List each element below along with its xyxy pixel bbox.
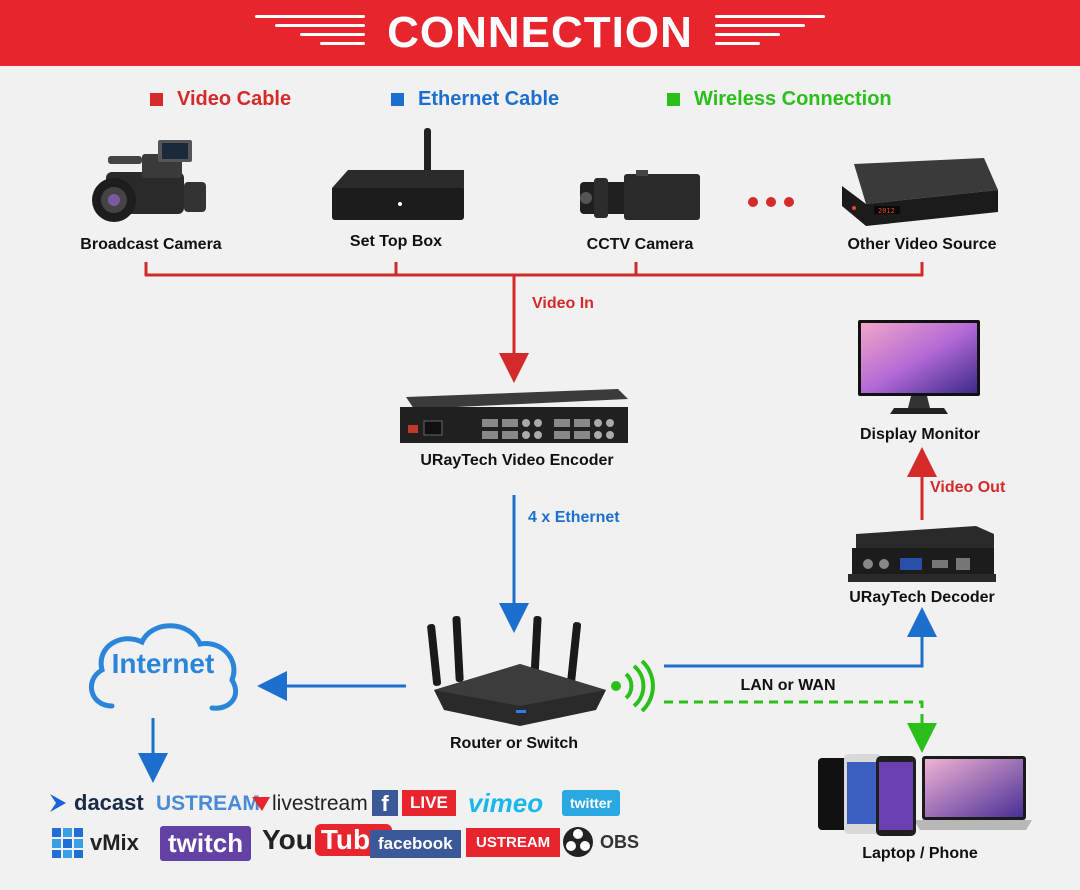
legend-video-cable: Video Cable (150, 88, 291, 111)
dacast-text: dacast (74, 790, 144, 815)
svg-text:2012: 2012 (878, 207, 895, 215)
dacast-icon (50, 794, 66, 812)
youtube-you-text: You (262, 824, 313, 855)
facebook-logo: facebook (370, 830, 461, 858)
obs-icon (563, 827, 593, 857)
livestream-text: livestream (272, 792, 368, 815)
header-stripe (275, 24, 365, 27)
header-stripe (320, 42, 365, 45)
twitter-text: twitter (570, 795, 612, 811)
ethernet-label: 4 x Ethernet (528, 509, 620, 526)
twitter-logo: twitter (562, 790, 620, 816)
other-video-source-label: Other Video Source (847, 236, 997, 253)
wifi-signal-icon (611, 660, 655, 712)
lan-wan-line (664, 607, 937, 668)
laptop-phone-icon (818, 754, 1032, 836)
vimeo-text: vimeo (468, 788, 544, 818)
header-title-bg (365, 8, 715, 58)
encoder-label: URayTech Video Encoder (420, 452, 614, 469)
ustream-tv-logo: USTREAM (466, 828, 561, 857)
red-square-icon (150, 93, 163, 106)
other-video-source-icon: 2012 (842, 158, 998, 226)
broadcast-camera-icon (92, 140, 206, 222)
ustream-logo: USTREAM (156, 792, 260, 816)
set-top-box-icon (332, 128, 464, 220)
livestream-logo: livestream (252, 792, 368, 816)
legend-ethernet-cable: Ethernet Cable (391, 88, 559, 111)
legend-wireless-connection: Wireless Connection (667, 88, 892, 111)
dacast-logo: dacast (48, 790, 144, 816)
header-stripe (715, 42, 760, 45)
video-in-label: Video In (532, 295, 594, 312)
vimeo-logo: vimeo (468, 788, 543, 819)
lan-wan-label: LAN or WAN (740, 677, 836, 694)
green-square-icon (667, 93, 680, 106)
legend-label: Video Cable (177, 88, 292, 110)
ellipsis-dots (748, 197, 794, 207)
set-top-box-label: Set Top Box (349, 233, 443, 250)
legend-label: Ethernet Cable (418, 88, 560, 110)
video-bus (144, 262, 924, 383)
blue-square-icon (391, 93, 404, 106)
header-stripe (715, 15, 825, 18)
ustream-tv-text: USTREAM (476, 834, 551, 851)
page-title: CONNECTION (387, 8, 693, 57)
display-monitor-label: Display Monitor (859, 426, 980, 443)
wireless-line (664, 700, 937, 753)
decoder-label: URayTech Decoder (849, 589, 995, 606)
facebook-live-text: LIVE (402, 790, 456, 816)
video-encoder-icon (400, 389, 628, 443)
obs-text: OBS (600, 831, 640, 852)
cctv-camera-label: CCTV Camera (586, 236, 694, 253)
decoder-icon (848, 526, 996, 582)
vmix-logo: vMix (52, 828, 139, 858)
internet-label: Internet (111, 648, 215, 679)
header-stripe (255, 15, 365, 18)
facebook-text: facebook (378, 834, 453, 853)
facebook-live-logo: f LIVE (372, 790, 456, 816)
header-stripe (715, 24, 805, 27)
ustream-text: USTREAM (156, 792, 260, 815)
vmix-text: vMix (90, 830, 139, 855)
display-monitor-icon (858, 320, 980, 414)
video-out-label: Video Out (930, 479, 1006, 496)
header-stripe (715, 33, 780, 36)
facebook-icon: f (372, 790, 398, 816)
legend-label: Wireless Connection (694, 88, 892, 110)
obs-logo: OBS (562, 826, 639, 858)
cloud-icon (89, 623, 239, 711)
vmix-icon (52, 828, 83, 858)
cctv-camera-icon (580, 170, 700, 220)
livestream-icon (252, 797, 270, 811)
broadcast-camera-label: Broadcast Camera (80, 236, 222, 253)
laptop-phone-label: Laptop / Phone (862, 845, 978, 862)
header-stripe (300, 33, 365, 36)
twitch-logo: twitch (160, 826, 252, 861)
router-icon (427, 615, 606, 726)
twitch-text: twitch (168, 828, 244, 858)
router-label: Router or Switch (449, 735, 578, 752)
